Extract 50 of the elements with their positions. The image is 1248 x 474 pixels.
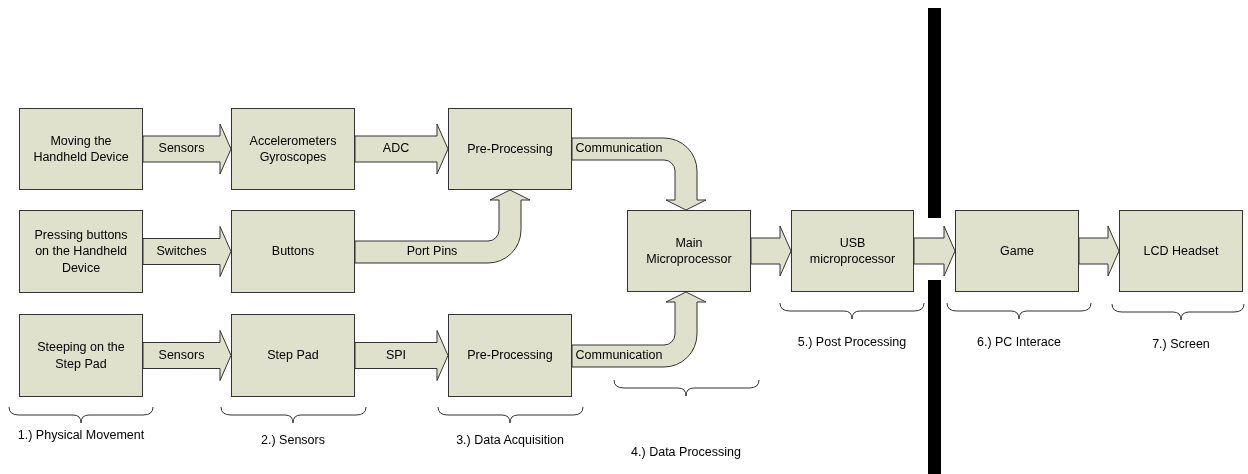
box-label: Game — [999, 242, 1034, 260]
process-box — [231, 210, 355, 293]
process-box — [231, 108, 355, 190]
box-label: Step Pad — [267, 347, 319, 364]
box-label: Accelerometers Gyroscopes — [248, 132, 338, 166]
block-arrow — [1078, 225, 1120, 277]
process-box — [955, 210, 1079, 292]
stage-label: 6.) PC Interace — [975, 334, 1063, 351]
stage-label: 5.) Post Processing — [796, 334, 908, 351]
box-label: USB microprocessor — [808, 234, 897, 268]
block-arrow — [571, 291, 707, 368]
box-label: LCD Headset — [1143, 242, 1219, 260]
process-box — [1119, 210, 1243, 292]
edge-label: Port Pins — [406, 244, 458, 258]
edge-label: Sensors — [158, 347, 205, 362]
edge-label: Switches — [156, 243, 207, 258]
edge-label: SPI — [385, 347, 407, 362]
block-arrow — [571, 137, 707, 211]
process-box — [231, 314, 355, 397]
edge-label: ADC — [382, 141, 410, 155]
stage-label: 3.) Data Acquisition — [455, 432, 565, 449]
box-label: Pre-Processing — [467, 347, 553, 364]
box-label: Pre-Processing — [467, 140, 553, 158]
stage-label: 2.) Sensors — [260, 432, 326, 449]
block-arrow — [142, 330, 232, 381]
block-arrow — [142, 226, 232, 277]
edge-label: Communication — [575, 348, 663, 362]
process-box — [448, 314, 572, 397]
edge-label: Communication — [575, 141, 663, 155]
box-label: Main Microprocessor — [645, 234, 733, 268]
box-label: Moving the Handheld Device — [32, 132, 130, 166]
block-arrow — [354, 189, 531, 264]
stage-label: 7.) Screen — [1151, 336, 1211, 353]
block-arrow — [354, 330, 449, 381]
process-box — [791, 210, 914, 292]
process-box — [19, 314, 143, 397]
box-label: Buttons — [271, 243, 315, 260]
block-arrow — [913, 225, 956, 277]
box-label: Steeping on the Step Pad — [36, 339, 126, 372]
process-box — [19, 210, 143, 293]
block-arrow — [750, 225, 792, 277]
stage-label: 4.) Data Processing — [630, 444, 742, 461]
process-box — [627, 210, 751, 292]
stage-label: 1.) Physical Movement — [16, 427, 146, 444]
process-box — [19, 108, 143, 190]
block-arrow — [354, 123, 449, 175]
block-arrow — [142, 123, 232, 175]
box-label: Pressing buttons on the Handheld Device — [33, 227, 129, 276]
process-box — [448, 108, 572, 190]
edge-label: Sensors — [158, 141, 205, 155]
